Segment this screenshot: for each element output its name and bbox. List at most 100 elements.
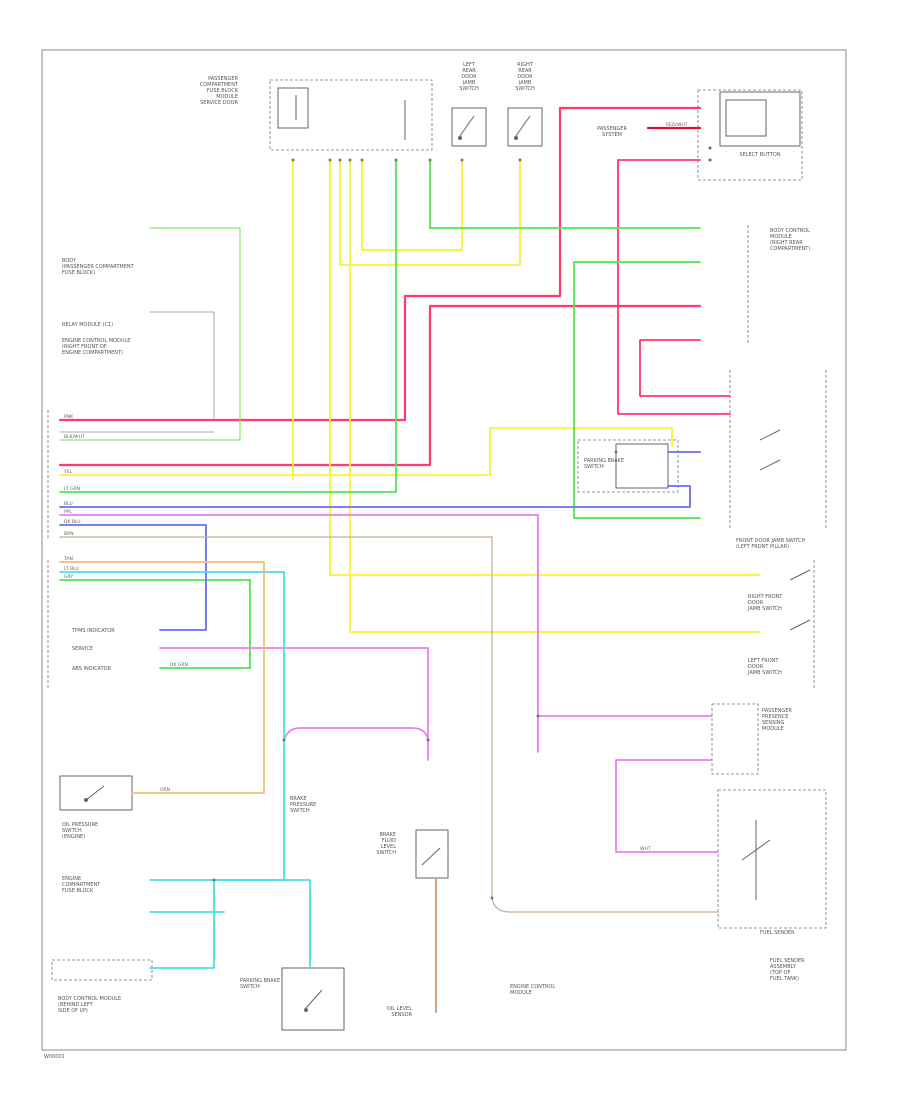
select-button-box (697, 89, 803, 181)
center-module-box (577, 439, 679, 493)
passenger-system-line2: SYSTEM (602, 132, 622, 138)
fuel-sender-assembly-line4: FUEL TANK) (770, 976, 799, 982)
wire-code-labels: PNK BLK/WHT RED/WHT YEL LT GRN DK GRN BL… (63, 122, 688, 852)
left-rear-door-line1: LEFT (463, 62, 476, 68)
engine-fuse-line2: COMPARTMENT (62, 882, 101, 888)
wire-label-dk-grn: DK GRN (170, 662, 188, 668)
wire-green-4 (59, 227, 241, 441)
wire-label-lt-blu: LT BLU (64, 566, 79, 572)
right-rear-module-line1: BODY CONTROL (770, 228, 810, 234)
relay-module-line2: ENGINE CONTROL MODULE (62, 338, 130, 344)
upper-left-module-line5: SERVICE DOOR (200, 100, 238, 106)
wire-label-wht: WHT (640, 846, 651, 852)
oil-pressure-line3: (ENGINE) (62, 834, 85, 840)
connector-dots (212, 158, 618, 900)
wire-green-2 (429, 159, 701, 229)
brake-fluid-line4: SWITCH (376, 850, 396, 856)
park-brake-switch-line1: PARKING BRAKE (240, 978, 280, 984)
right-front-door-line3: JAMB SWITCH (747, 606, 782, 612)
left-rear-door-switch (451, 107, 487, 147)
wire-red-2 (58, 304, 702, 467)
wire-label-red-wht: RED/WHT (666, 122, 688, 128)
oil-pressure-line2: SWITCH (62, 828, 82, 834)
passenger-sensing-line2: PRESENCE (762, 714, 788, 720)
left-rows-bracket (47, 410, 153, 981)
wire-label-gry: GRY (64, 574, 73, 580)
wire-cyan-2 (149, 879, 285, 969)
wire-magenta-2 (159, 647, 429, 761)
service-label: SERVICE (72, 646, 93, 652)
parking-brake-center-line2: SWITCH (584, 464, 604, 470)
parking-brake-center-line1: PARKING BRAKE (584, 458, 624, 464)
wire-label-tan: TAN (63, 556, 73, 562)
fuel-sender-box (717, 789, 827, 929)
wire-magenta-3 (283, 727, 429, 741)
relay-module-line4: ENGINE COMPARTMENT) (62, 350, 123, 356)
passenger-sensing-box (711, 703, 759, 775)
right-rear-module-line2: MODULE (770, 234, 792, 240)
left-rear-door-line3: DOOR (461, 74, 477, 80)
wire-label-orn: ORN (160, 787, 170, 793)
right-rear-door-line1: RIGHT (517, 62, 534, 68)
wire-label-brn: BRN (64, 531, 74, 537)
front-door-switch-line1: FRONT DOOR JAMB SWITCH (736, 538, 805, 544)
wire-label-ppl: PPL (64, 509, 72, 515)
wire-blue-3 (59, 524, 207, 631)
right-rear-door-line2: REAR (518, 68, 532, 74)
parking-brake-switch-lower (281, 967, 345, 1031)
wire-gray-2 (149, 311, 215, 419)
engine-control-line1: ENGINE CONTROL (510, 984, 555, 990)
wire-label-lt-grn: LT GRN (64, 486, 80, 492)
right-front-door-line1: RIGHT FRONT (748, 594, 783, 600)
wire-green-5 (59, 579, 251, 669)
brake-fluid-line1: BRAKE (379, 832, 396, 838)
front-door-switch (759, 429, 781, 471)
left-module-line3: FUSE BLOCK) (62, 270, 95, 276)
passenger-system-line1: PASSENGER (597, 126, 627, 132)
engine-fuse-line3: FUSE BLOCK (62, 888, 94, 894)
brake-fluid-line2: FLUID (382, 838, 397, 844)
select-button-label: SELECT BUTTON (739, 152, 780, 158)
right-front-door-line2: DOOR (748, 600, 764, 606)
lower-left-module-line2: (BEHIND LEFT (58, 1002, 94, 1008)
wire-green-3 (573, 261, 701, 519)
brake-pressure-line1: BRAKE (290, 796, 307, 802)
wire-green-1 (59, 159, 397, 493)
footer-code: W00001 (44, 1054, 65, 1060)
upper-left-module-line2: COMPARTMENT (200, 82, 239, 88)
engine-control-line2: MODULE (510, 990, 532, 996)
brake-pressure-line2: PRESSURE (290, 802, 316, 808)
passenger-sensing-line4: MODULE (762, 726, 784, 732)
left-front-door-line3: JAMB SWITCH (747, 670, 782, 676)
right-rear-door-switch (507, 107, 543, 147)
passenger-sensing-line1: PASSENGER (762, 708, 792, 714)
component-labels: PASSENGER COMPARTMENT FUSE BLOCK MODULE … (58, 62, 810, 1018)
relay-module-line1: RELAY MODULE (C1) (62, 322, 113, 328)
brake-fluid-switch (415, 829, 449, 879)
wire-magenta-5 (615, 759, 719, 853)
fuel-sender-assembly-line3: (TOP OF (770, 970, 790, 976)
lower-left-module-line1: BODY CONTROL MODULE (58, 996, 121, 1002)
oil-level-line2: SENSOR (391, 1012, 412, 1018)
upper-fuse-block (269, 79, 433, 151)
passenger-sensing-line3: SENSING (762, 720, 784, 726)
wire-yellow-5 (349, 159, 761, 633)
fuel-sender-label: FUEL SENDER (760, 930, 795, 936)
park-brake-switch-line2: SWITCH (240, 984, 260, 990)
right-rear-module-line3: (RIGHT REAR (770, 240, 803, 246)
wire-yellow-3 (329, 159, 761, 576)
wire-magenta-1 (59, 514, 539, 753)
engine-fuse-line1: ENGINE (62, 876, 81, 882)
wire-orange-1 (59, 561, 265, 794)
right-rear-door-line4: JAMB (518, 80, 532, 86)
upper-left-module-line1: PASSENGER (208, 76, 238, 82)
wire-red-3 (617, 159, 731, 415)
right-door-switches (789, 560, 815, 690)
right-module-connector (729, 225, 827, 530)
wire-yellow-2 (59, 427, 673, 476)
diagram-frame (41, 49, 847, 1051)
abs-indicator-label: ABS INDICATOR (72, 666, 112, 672)
fuel-sender-assembly-line1: FUEL SENDER (770, 958, 805, 964)
fuel-sender-assembly-line2: ASSEMBLY (770, 964, 797, 970)
